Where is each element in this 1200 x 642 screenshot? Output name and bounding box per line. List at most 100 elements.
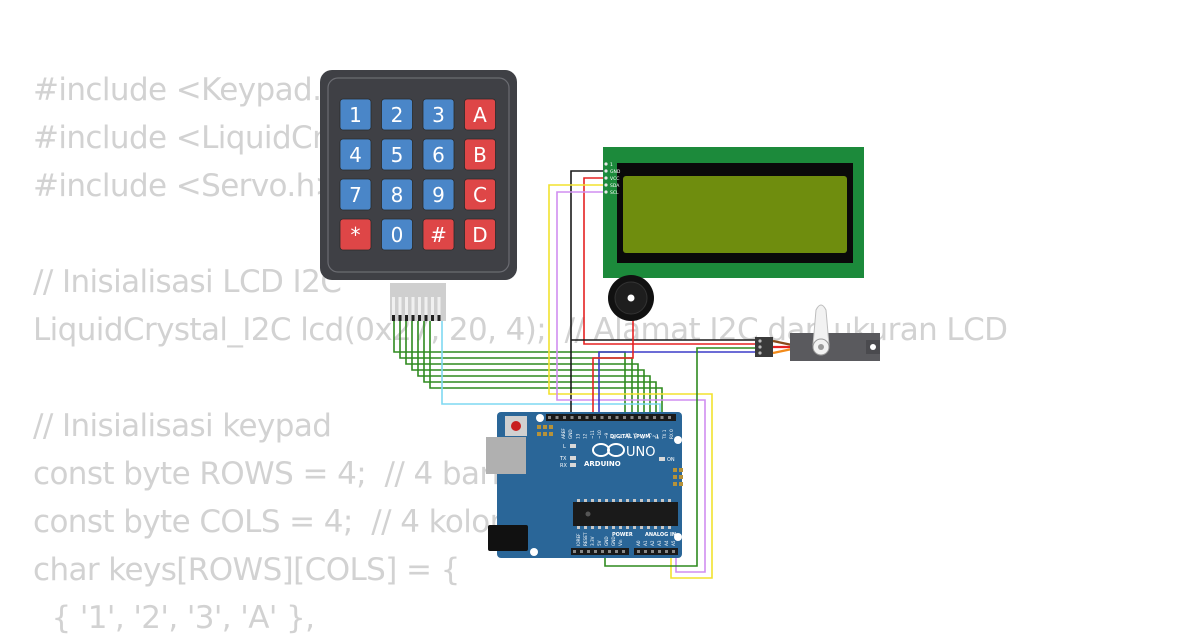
keypad-key-label: D bbox=[472, 223, 487, 247]
servo-wires bbox=[571, 339, 755, 567]
digital-pin-label: ~11 bbox=[590, 430, 595, 439]
analog-pin-label: A0 bbox=[636, 540, 641, 546]
arduino-header-pins bbox=[548, 416, 675, 553]
digital-pin-label: ~5 bbox=[633, 432, 638, 439]
keypad-key-label: 6 bbox=[432, 143, 445, 167]
power-header bbox=[571, 548, 629, 555]
keypad-key-label: C bbox=[473, 183, 487, 207]
keypad-key[interactable]: 6 bbox=[422, 138, 455, 171]
digital-pin-label: ~6 bbox=[626, 432, 631, 439]
keypad-wires bbox=[393, 320, 663, 415]
keypad-key[interactable]: # bbox=[422, 218, 455, 251]
arduino-brand-label: ARDUINO bbox=[584, 460, 621, 468]
buzzer-wires bbox=[592, 318, 634, 415]
analog-header bbox=[634, 548, 678, 555]
keypad-key[interactable]: * bbox=[339, 218, 372, 251]
buzzer[interactable] bbox=[608, 275, 654, 321]
digital-pin-label: 2 bbox=[655, 436, 660, 439]
power-pin-label: IOREF bbox=[576, 533, 581, 546]
on-label: ON bbox=[667, 457, 675, 463]
lcd-pin-label: SDA bbox=[610, 183, 620, 189]
keypad-key[interactable]: C bbox=[464, 178, 496, 211]
keypad-key-label: 9 bbox=[432, 183, 445, 207]
tx-label: TX bbox=[559, 456, 567, 462]
keypad-key-label: B bbox=[473, 143, 487, 167]
keypad-ribbon-pins bbox=[392, 297, 441, 321]
keypad-key[interactable]: 8 bbox=[381, 178, 413, 211]
lcd-pin-label: SCL bbox=[610, 190, 619, 196]
keypad-key-label: 7 bbox=[349, 183, 362, 207]
code-line: const byte ROWS = 4; // 4 baris bbox=[33, 456, 516, 492]
lcd-screen bbox=[623, 176, 847, 253]
keypad-key-label: A bbox=[473, 103, 487, 127]
servo-connector bbox=[755, 337, 773, 357]
digital-pin-label: ~10 bbox=[597, 430, 602, 439]
keypad-key[interactable]: 4 bbox=[339, 138, 372, 171]
digital-pin-label: AREF bbox=[561, 428, 566, 439]
digital-pin-label: 8 bbox=[611, 436, 616, 439]
power-pin-label: RESET bbox=[583, 532, 588, 546]
digital-pin-label: ~9 bbox=[604, 432, 609, 439]
keypad-key[interactable]: 3 bbox=[422, 98, 455, 131]
servo-horn bbox=[812, 304, 830, 346]
lcd-pin-label: VCC bbox=[610, 176, 619, 182]
lcd-pin-label: 1 bbox=[610, 162, 613, 168]
keypad-key-label: 3 bbox=[432, 103, 445, 127]
digital-pin-label: 4 bbox=[640, 436, 645, 439]
lcd-pin-label: GND bbox=[610, 169, 621, 175]
arduino-uno-board[interactable]: UNO ARDUINO DIGITAL (PWM ~) POWER ANALOG… bbox=[486, 412, 683, 558]
power-pin-label: GND bbox=[604, 536, 609, 546]
power-pin-label: 5V bbox=[597, 540, 602, 546]
code-line: // Inisialisasi keypad bbox=[33, 408, 332, 444]
power-pin-label: GND bbox=[611, 536, 616, 546]
keypad-key[interactable]: 9 bbox=[422, 178, 455, 211]
keypad-key[interactable]: 5 bbox=[381, 138, 413, 171]
keypad-key[interactable]: 2 bbox=[381, 98, 413, 131]
code-line: const byte COLS = 4; // 4 kolom bbox=[33, 504, 520, 540]
analog-pin-label: A3 bbox=[657, 540, 662, 546]
buzzer-hole bbox=[627, 294, 635, 302]
analog-pin-label: A4 bbox=[664, 540, 669, 546]
digital-label: DIGITAL (PWM ~) bbox=[610, 434, 658, 440]
lcd-wires bbox=[548, 170, 755, 579]
digital-pin-label: GND bbox=[568, 429, 573, 439]
servo-motor[interactable] bbox=[755, 304, 880, 361]
keypad-key[interactable]: B bbox=[464, 138, 496, 171]
power-label: POWER bbox=[612, 532, 633, 538]
arduino-logo bbox=[592, 443, 625, 457]
keypad-key-label: 5 bbox=[391, 143, 404, 167]
keypad-key[interactable]: A bbox=[464, 98, 496, 131]
usb-port bbox=[486, 437, 526, 474]
power-pin-label: Vin bbox=[618, 539, 623, 546]
digital-pin-label: TX 1 bbox=[662, 429, 667, 440]
icsp-header bbox=[537, 425, 683, 486]
analog-pin-label: A2 bbox=[650, 540, 655, 546]
keypad-key[interactable]: D bbox=[464, 218, 496, 251]
digital-pin-label: ~3 bbox=[647, 432, 652, 439]
keypad-key[interactable]: 7 bbox=[339, 178, 372, 211]
rx-label: RX bbox=[560, 463, 567, 469]
digital-pin-label: 7 bbox=[619, 436, 624, 439]
digital-pin-label: 13 bbox=[575, 433, 580, 439]
servo-body bbox=[790, 333, 880, 361]
power-pin-label: 3.3V bbox=[590, 536, 595, 546]
keypad-key[interactable]: 0 bbox=[381, 218, 413, 251]
analog-pin-label: A5 bbox=[671, 540, 676, 546]
keypad-key-label: 2 bbox=[391, 103, 404, 127]
code-line: char keys[ROWS][COLS] = { bbox=[33, 552, 460, 588]
digital-pin-label: RX 0 bbox=[669, 429, 674, 439]
keypad-key-label: * bbox=[351, 223, 361, 247]
analog-pin-label: A1 bbox=[643, 540, 648, 546]
arduino-model-label: UNO bbox=[626, 445, 655, 460]
keypad-key-label: # bbox=[430, 223, 447, 247]
keypad-key[interactable]: 1 bbox=[339, 98, 372, 131]
keypad-key-label: 8 bbox=[391, 183, 404, 207]
l-label: L bbox=[563, 444, 566, 450]
analog-label: ANALOG IN bbox=[645, 532, 676, 538]
